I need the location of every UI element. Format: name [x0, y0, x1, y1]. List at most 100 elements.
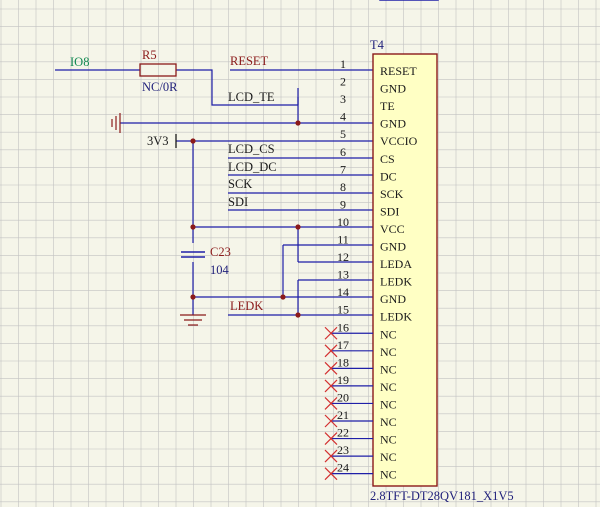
pin-name: GND — [380, 292, 406, 306]
net-label-sck: SCK — [228, 177, 252, 191]
pin-name: NC — [380, 345, 397, 359]
no-connect-icon — [324, 449, 338, 463]
pin-name: TE — [380, 99, 395, 113]
no-connect-icon — [324, 432, 338, 445]
pin-name: CS — [380, 152, 395, 166]
no-connect-icon — [324, 344, 338, 358]
junction-dot — [295, 312, 301, 318]
pin-number: 4 — [340, 110, 346, 124]
net-label-lcd-dc: LCD_DC — [228, 160, 277, 174]
pin-name: NC — [380, 362, 397, 376]
capacitor-ref: C23 — [210, 245, 231, 259]
no-connect-icon — [324, 397, 338, 410]
pin-name: NC — [380, 380, 397, 394]
junctions — [190, 120, 301, 318]
net-label-lcd-cs: LCD_CS — [228, 142, 275, 156]
pin-number: 23 — [337, 443, 349, 457]
junction-dot — [190, 294, 196, 300]
pin-number: 17 — [337, 338, 349, 352]
gnd-symbol-bottom — [180, 314, 206, 326]
power-3v3-label: 3V3 — [147, 134, 169, 148]
gnd-symbol-left — [111, 113, 121, 133]
pin-name: VCC — [380, 222, 405, 236]
junction-dot — [190, 224, 196, 230]
no-connect-icon — [324, 361, 338, 375]
junction-dot — [190, 138, 196, 144]
pin-number: 11 — [337, 233, 349, 247]
pin-number: 16 — [337, 320, 349, 334]
resistor-r5[interactable] — [139, 63, 177, 77]
resistor-value: NC/0R — [142, 80, 178, 94]
no-connect-icon — [324, 326, 338, 340]
wire-lcd-te[interactable] — [176, 69, 298, 106]
no-connect-icon — [324, 414, 338, 428]
pin-name: NC — [380, 327, 397, 341]
pin-number: 9 — [340, 197, 346, 211]
pin-number: 21 — [337, 408, 349, 422]
capacitor-value: 104 — [210, 263, 230, 277]
pin-number: 15 — [337, 303, 349, 317]
pin-number: 7 — [340, 162, 346, 176]
pin-name: LEDK — [380, 310, 412, 324]
pin-name: NC — [380, 415, 397, 429]
junction-dot — [295, 224, 301, 230]
pin-name: NC — [380, 433, 397, 447]
pin-name: NC — [380, 468, 397, 482]
resistor-ref: R5 — [142, 48, 157, 62]
pin-number: 22 — [337, 426, 349, 440]
pin-name: GND — [380, 240, 406, 254]
pin-number: 2 — [340, 75, 346, 89]
pin-number: 6 — [340, 145, 346, 159]
pin-name: SCK — [380, 187, 404, 201]
capacitor-c23[interactable] — [181, 251, 205, 258]
net-label-lcd-te: LCD_TE — [228, 90, 275, 104]
pin-name: NC — [380, 397, 397, 411]
pin-name: LEDK — [380, 275, 412, 289]
pin-name: RESET — [380, 64, 417, 78]
pin-name: GND — [380, 117, 406, 131]
connector-value: 2.8TFT-DT28QV181_X1V5 — [370, 489, 514, 503]
pin-number: 18 — [337, 355, 349, 369]
pin-number: 1 — [340, 57, 346, 71]
net-label-io8: IO8 — [70, 55, 89, 69]
pin-number: 20 — [337, 390, 349, 404]
wires — [55, 69, 373, 316]
pin-number: 3 — [340, 92, 346, 106]
connector-ref: T4 — [370, 38, 385, 52]
pin-number: 24 — [337, 461, 349, 475]
connector-t4-body[interactable] — [372, 53, 438, 487]
no-connect-icon — [324, 467, 338, 481]
pin-name: VCCIO — [380, 134, 418, 148]
pin-number: 5 — [340, 127, 346, 141]
no-connect-icon — [324, 379, 338, 393]
pin-number: 10 — [337, 215, 349, 229]
junction-dot — [280, 294, 286, 300]
